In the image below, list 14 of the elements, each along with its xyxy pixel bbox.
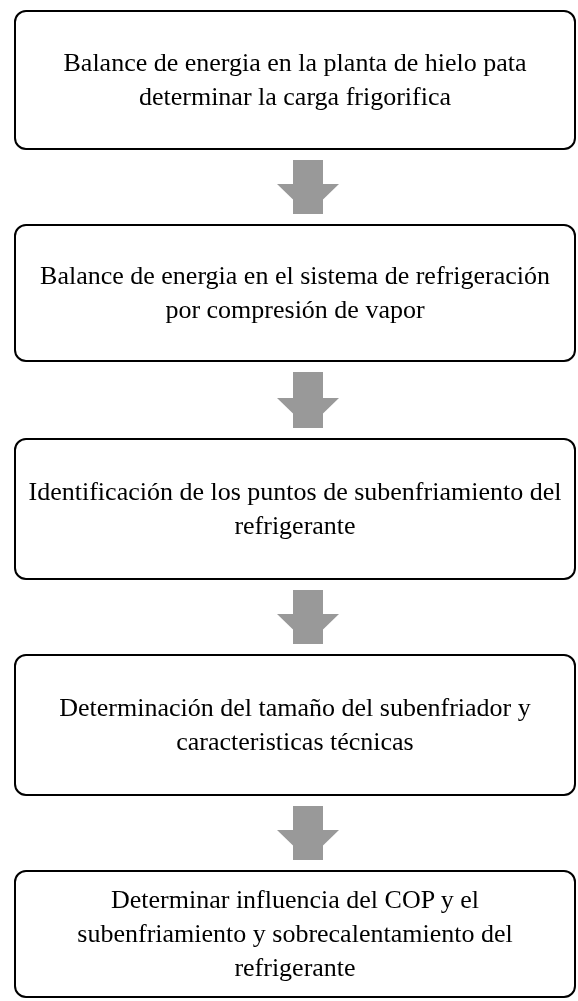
process-box — [14, 224, 576, 362]
process-box — [14, 10, 576, 150]
process-box — [14, 438, 576, 580]
down-arrow — [277, 372, 339, 428]
down-arrow — [277, 590, 339, 644]
process-box — [14, 654, 576, 796]
step-text: Balance de energia en el sistema de refrigeración por compresión de vapor — [39, 260, 551, 326]
process-box — [14, 870, 576, 998]
down-arrow — [277, 806, 339, 860]
step-text: Balance de energia en la planta de hielo pata determinar la carga frigorifica — [62, 47, 528, 113]
step-text: Identificación de los puntos de subenfriamiento del refrigerante — [27, 476, 563, 542]
step-text: Determinar influencia del COP y el subenfriamiento y sobrecalentamiento del refrigerante — [76, 884, 514, 984]
down-arrow — [277, 160, 339, 214]
step-text: Determinación del tamaño del subenfriador y caracteristicas técnicas — [58, 692, 532, 758]
